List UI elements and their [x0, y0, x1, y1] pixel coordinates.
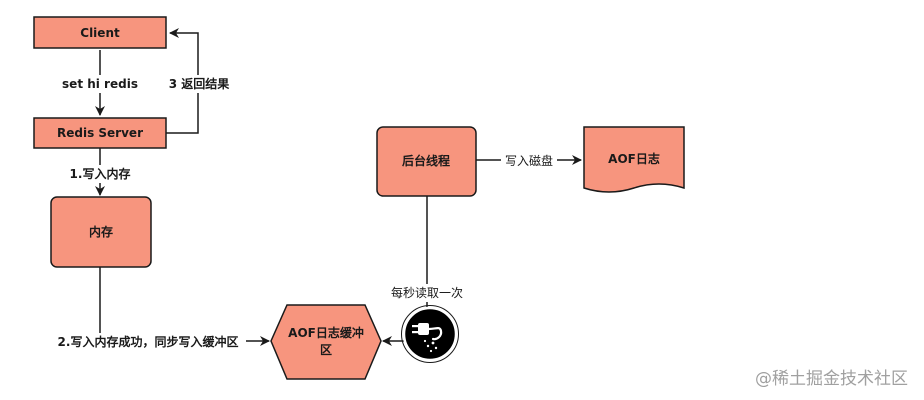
node-background-thread: 后台线程 — [376, 126, 477, 197]
plug-timer-icon — [401, 305, 459, 363]
node-aof-log-label: AOF日志 — [608, 151, 660, 166]
node-client-label: Client — [80, 26, 120, 40]
node-redis-server: Redis Server — [33, 117, 167, 149]
edge-label-read-per-second: 每秒读取一次 — [391, 285, 463, 300]
node-background-thread-label: 后台线程 — [402, 153, 450, 168]
node-aof-buffer: AOF日志缓冲 区 — [270, 304, 382, 380]
edge-label-write-memory: 1.写入内存 — [70, 166, 131, 181]
node-memory: 内存 — [50, 196, 152, 268]
watermark-text: @稀土掘金技术社区 — [755, 369, 908, 389]
edge-label-return-result: 3 返回结果 — [169, 76, 230, 91]
node-aof-log: AOF日志 — [583, 126, 685, 193]
edge-memory-to-buffer — [99, 267, 270, 346]
node-memory-label: 内存 — [89, 224, 113, 239]
edge-label-write-disk: 写入磁盘 — [505, 153, 553, 168]
node-aof-buffer-label-line1: AOF日志缓冲 — [288, 325, 364, 340]
node-aof-buffer-label-line2: 区 — [320, 343, 332, 357]
edge-label-write-buffer: 2.写入内存成功，同步写入缓冲区 — [58, 334, 239, 349]
node-redis-server-label: Redis Server — [57, 126, 143, 140]
node-client: Client — [33, 16, 167, 49]
edge-label-set-command: set hi redis — [62, 77, 138, 91]
